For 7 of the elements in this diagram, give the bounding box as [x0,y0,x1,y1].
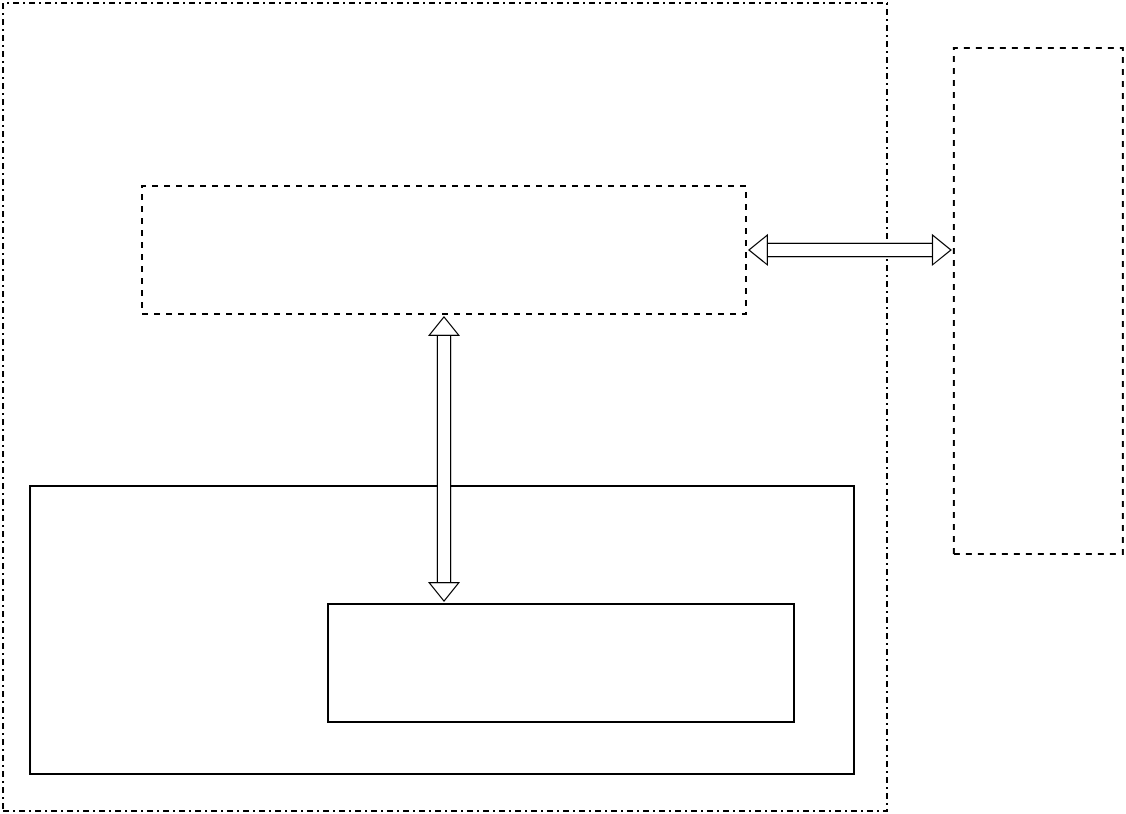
double-arrow [427,316,461,602]
dashed-box [141,185,747,315]
dashed-box [2,2,888,812]
box [327,602,795,723]
box [29,485,855,775]
double-arrow [748,233,952,267]
dashed-box [952,47,1124,555]
